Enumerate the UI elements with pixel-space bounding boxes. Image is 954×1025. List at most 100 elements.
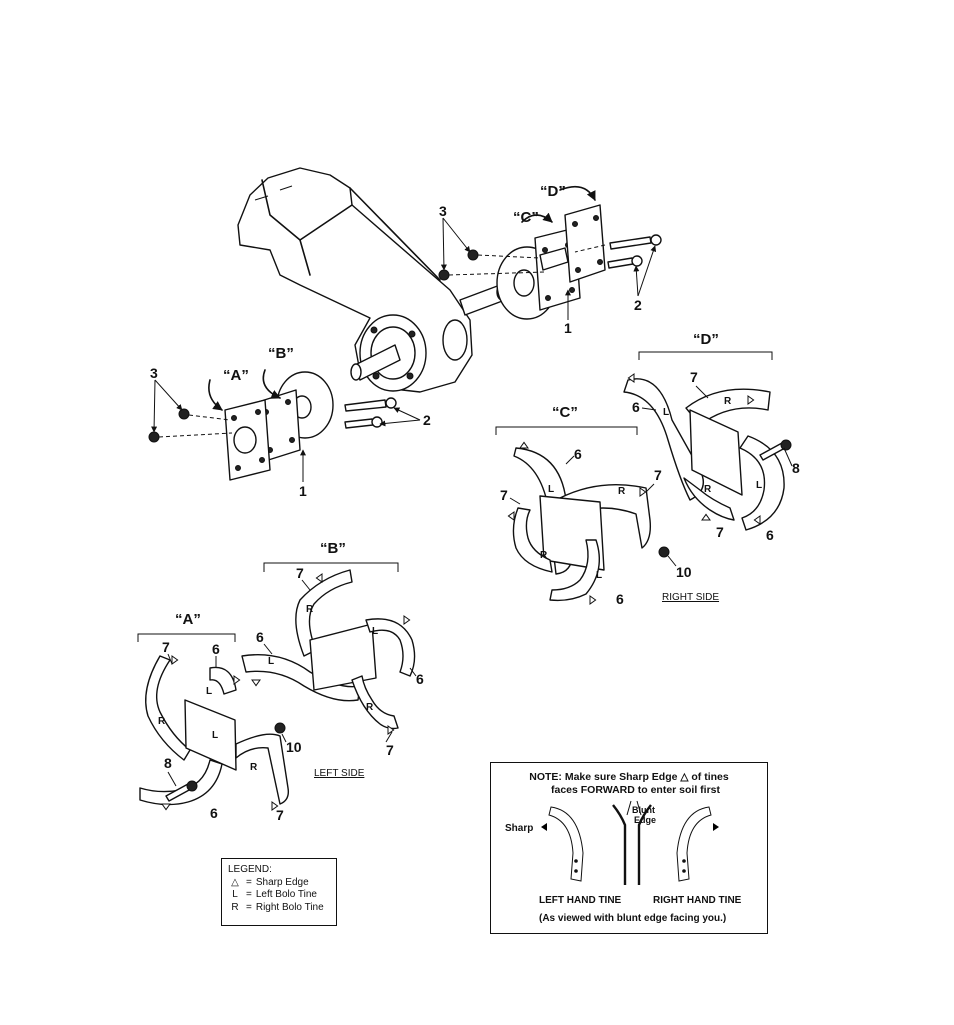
leader-7-a <box>167 653 173 665</box>
nut-c <box>658 546 670 558</box>
callout-6-d-low: 6 <box>766 527 774 543</box>
legend-title: LEGEND: <box>228 864 272 875</box>
tine-a-right-upper <box>145 655 191 761</box>
callout-2-right: 2 <box>634 297 642 313</box>
bolt-a-head <box>186 780 198 792</box>
right-hub-assembly <box>438 185 662 320</box>
label-left-hand-tine: LEFT HAND TINE <box>539 895 622 906</box>
sharp-d-1 <box>627 373 635 383</box>
leader-8-a <box>167 771 177 787</box>
tine-letter-d-l2: L <box>756 480 762 491</box>
sharp-a-4 <box>271 801 279 811</box>
leader-7-c2 <box>645 483 655 493</box>
callout-6-d-top: 6 <box>632 399 640 415</box>
callout-6-b-right: 6 <box>416 671 424 687</box>
label-group-b: “B” <box>320 540 346 557</box>
tine-d-left-lower <box>739 435 785 531</box>
sharp-c-3 <box>507 511 515 521</box>
label-group-d: “D” <box>693 331 719 348</box>
callout-6-a-top: 6 <box>212 641 220 657</box>
label-blunt: Blunt <box>632 805 655 815</box>
labels: 3 2 1 3 2 1 “D” “C” “A” “B” “D” “C” “B” … <box>150 183 719 779</box>
tine-d-right-lower <box>683 477 735 521</box>
legend-box: LEGEND: △ = Sharp Edge L = Left Bolo Tin… <box>221 858 337 926</box>
callout-3-left: 3 <box>150 365 158 381</box>
tine-a-left-upper <box>209 666 237 695</box>
tine-letter-d-l: L <box>663 407 669 418</box>
tine-letter-a-l: L <box>206 686 212 697</box>
callout-1-right: 1 <box>564 320 572 336</box>
tine-b-plate <box>309 623 377 691</box>
label-right-side: RIGHT SIDE <box>662 592 719 603</box>
callout-3-right: 3 <box>439 203 447 219</box>
callout-2-left: 2 <box>423 412 431 428</box>
legend-row-sharp: △ = Sharp Edge <box>228 877 330 890</box>
label-group-b-top: “B” <box>268 345 294 362</box>
tine-b-right-upper <box>295 569 353 657</box>
callout-6-c-top: 6 <box>574 446 582 462</box>
sharp-a-2 <box>233 675 241 685</box>
label-group-d-top: “D” <box>540 183 566 200</box>
legend-row-right: R = Right Bolo Tine <box>231 901 324 913</box>
leader-7-b <box>301 579 311 591</box>
tine-letter-a-l2: L <box>212 730 218 741</box>
tine-letter-c-r2: R <box>540 550 548 561</box>
note-box: NOTE: Make sure Sharp Edge △ of tines fa… <box>490 762 768 934</box>
tine-a-plate <box>184 699 237 771</box>
leader-6-b2 <box>409 667 417 677</box>
tine-a-right-lower <box>235 733 290 805</box>
sharp-b-3 <box>251 679 261 687</box>
label-right-hand-tine: RIGHT HAND TINE <box>653 895 742 906</box>
callout-8-d: 8 <box>792 460 800 476</box>
group-brackets <box>137 351 773 642</box>
sharp-a-1 <box>171 655 179 665</box>
label-group-c-top: “C” <box>513 209 539 226</box>
leader-10-a <box>281 733 287 743</box>
tine-b-left-right <box>365 618 416 677</box>
sharp-b-4 <box>387 725 395 735</box>
sharp-d-3 <box>753 515 761 525</box>
tine-d-plate <box>689 409 743 496</box>
label-edge: Edge <box>634 815 657 825</box>
tine-letter-b-l2: L <box>372 626 378 637</box>
label-viewed: (As viewed with blunt edge facing you.) <box>539 913 727 924</box>
leader-6-b <box>263 643 273 655</box>
sharp-b-2 <box>403 615 411 625</box>
callout-6-a-low: 6 <box>210 805 218 821</box>
tine-c-right-lower <box>512 507 553 573</box>
sharp-b-1 <box>315 573 323 583</box>
note-tine-drawings <box>541 800 719 885</box>
tine-d-left-upper <box>623 378 704 501</box>
label-group-a-top: “A” <box>223 367 249 384</box>
callout-7-c-right: 7 <box>654 467 662 483</box>
transmission-housing <box>237 167 508 393</box>
callout-7-c-left: 7 <box>500 487 508 503</box>
leader-10-c <box>667 555 677 567</box>
note-line-2: faces FORWARD to enter soil first <box>551 784 721 796</box>
sharp-a-3 <box>161 803 171 811</box>
left-hub-assembly <box>148 369 397 481</box>
legend-row-left: L = Left Bolo Tine <box>232 889 317 900</box>
callout-7-a-top: 7 <box>162 639 170 655</box>
leader-7-b2 <box>385 731 393 743</box>
label-group-c: “C” <box>552 404 578 421</box>
callout-7-b-low: 7 <box>386 742 394 758</box>
tine-letter-a-r2: R <box>250 762 258 773</box>
callout-leaders <box>151 217 657 482</box>
leader-7-d <box>695 385 709 399</box>
callout-7-d-low: 7 <box>716 524 724 540</box>
callout-10-a: 10 <box>286 739 302 755</box>
leader-6-d <box>641 407 657 411</box>
label-group-a: “A” <box>175 611 201 628</box>
callout-8-a: 8 <box>164 755 172 771</box>
tine-letter-d-r: R <box>724 396 732 407</box>
callout-7-d-top: 7 <box>690 369 698 385</box>
triangle-icon: △ <box>231 876 239 888</box>
callout-6-b-left: 6 <box>256 629 264 645</box>
note-line-1: NOTE: Make sure Sharp Edge △ of tines <box>529 771 729 783</box>
sharp-d-4 <box>701 513 711 521</box>
tine-c-left-lower <box>549 539 600 602</box>
leader-6-c <box>565 455 575 465</box>
